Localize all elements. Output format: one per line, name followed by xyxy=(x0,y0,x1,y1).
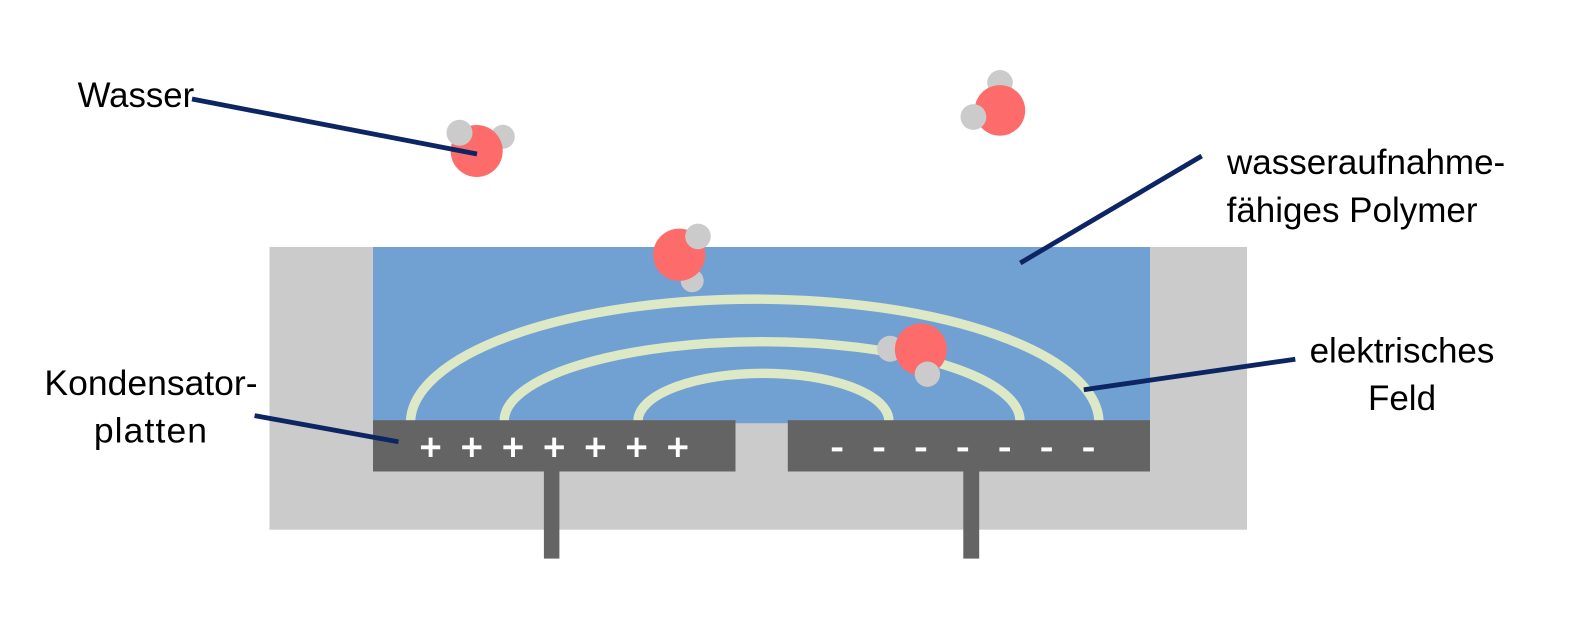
svg-text:wasseraufnahme-: wasseraufnahme- xyxy=(1226,143,1505,182)
svg-text:Wasser: Wasser xyxy=(78,76,195,115)
svg-text:Kondensator-: Kondensator- xyxy=(44,363,257,403)
svg-text:platten: platten xyxy=(94,411,208,451)
svg-text:Feld: Feld xyxy=(1368,379,1436,418)
svg-text:elektrisches: elektrisches xyxy=(1310,332,1495,371)
svg-text:fähiges Polymer: fähiges Polymer xyxy=(1227,191,1478,230)
